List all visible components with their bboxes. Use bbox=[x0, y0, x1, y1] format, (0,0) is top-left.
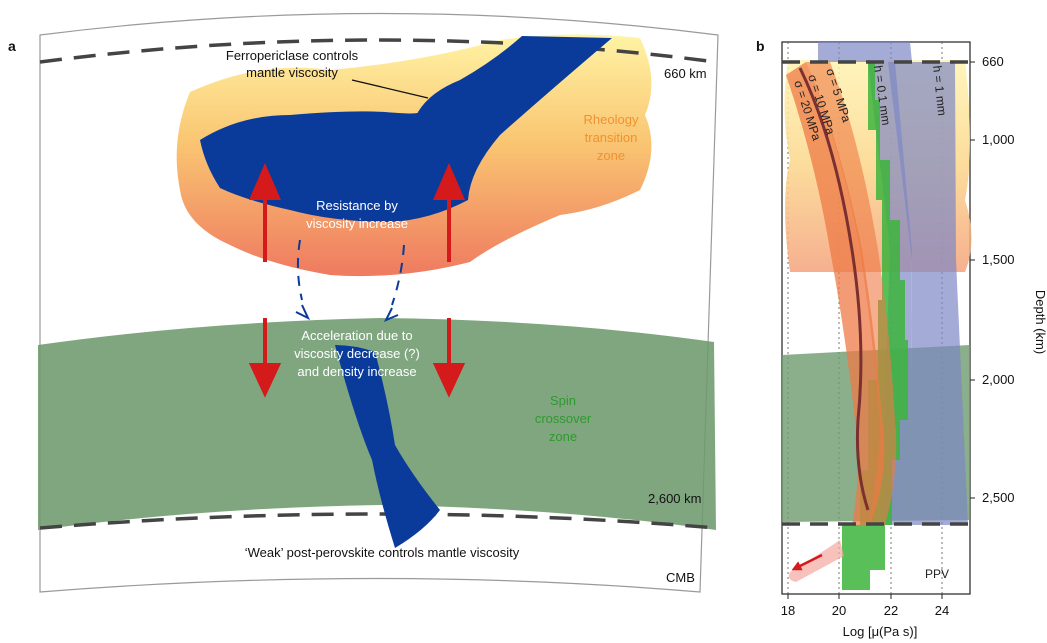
y-tick-1500: 1,500 bbox=[982, 252, 1015, 267]
label-ferropericlase: Ferropericlase controls bbox=[226, 48, 359, 63]
rheology-label-2: transition bbox=[585, 130, 638, 145]
band-sigma-10 bbox=[806, 62, 897, 525]
label-h-1: h = 1 mm bbox=[930, 65, 949, 117]
y-tick-2500: 2,500 bbox=[982, 490, 1015, 505]
cmb-label: CMB bbox=[666, 570, 695, 585]
depth-2600-label: 2,600 km bbox=[648, 491, 701, 506]
rheology-label-1: Rheology bbox=[584, 112, 639, 127]
panel-b-letter: b bbox=[756, 38, 765, 54]
acceleration-label-2: viscosity decrease (?) bbox=[294, 346, 420, 361]
resistance-label-1: Resistance by bbox=[316, 198, 398, 213]
resistance-label-2: viscosity increase bbox=[306, 216, 408, 231]
x-tick-24: 24 bbox=[935, 603, 949, 618]
x-axis: 18 20 22 24 Log [μ(Pa s)] bbox=[781, 594, 949, 639]
slab-dashed-arrowhead-left bbox=[295, 304, 311, 321]
x-tick-18: 18 bbox=[781, 603, 795, 618]
slab bbox=[200, 36, 612, 222]
acceleration-label-3: and density increase bbox=[297, 364, 416, 379]
y-axis: 660 1,000 1,500 2,000 2,500 Depth (km) bbox=[970, 54, 1047, 505]
post-perovskite-label: ‘Weak’ post-perovskite controls mantle v… bbox=[245, 545, 520, 560]
band-h-1 bbox=[888, 62, 968, 525]
y-axis-label: Depth (km) bbox=[1033, 290, 1047, 354]
x-axis-label: Log [μ(Pa s)] bbox=[843, 624, 918, 639]
spin-label-2: crossover bbox=[535, 411, 592, 426]
spin-label-3: zone bbox=[549, 429, 577, 444]
spin-label-1: Spin bbox=[550, 393, 576, 408]
ppv-band bbox=[788, 540, 844, 582]
slab-tail bbox=[335, 345, 440, 548]
ppv-label: PPV bbox=[925, 567, 949, 581]
red-arrows bbox=[248, 162, 466, 398]
boundary-2600 bbox=[39, 512, 717, 530]
panel-b-plot: σ = 20 MPa σ = 10 MPa σ = 5 MPa h = 0.1 … bbox=[781, 41, 972, 595]
x-tick-22: 22 bbox=[884, 603, 898, 618]
y-tick-2000: 2,000 bbox=[982, 372, 1015, 387]
slab-dashed-arrowhead-right bbox=[383, 307, 399, 322]
label-leader-line bbox=[351, 79, 429, 99]
slab-dashed-left bbox=[296, 239, 303, 301]
slab-dashed-right bbox=[391, 244, 405, 306]
x-tick-20: 20 bbox=[832, 603, 846, 618]
label-mantle-viscosity: mantle viscosity bbox=[246, 65, 338, 80]
ppv-arrow bbox=[791, 553, 823, 571]
y-tick-1000: 1,000 bbox=[982, 132, 1015, 147]
boundary-660 bbox=[39, 38, 717, 64]
y-tick-660: 660 bbox=[982, 54, 1004, 69]
median-curve bbox=[798, 67, 870, 511]
depth-660-label: 660 km bbox=[664, 66, 707, 81]
panel-a-letter: a bbox=[8, 38, 16, 54]
acceleration-label-1: Acceleration due to bbox=[301, 328, 412, 343]
rheology-label-3: zone bbox=[597, 148, 625, 163]
